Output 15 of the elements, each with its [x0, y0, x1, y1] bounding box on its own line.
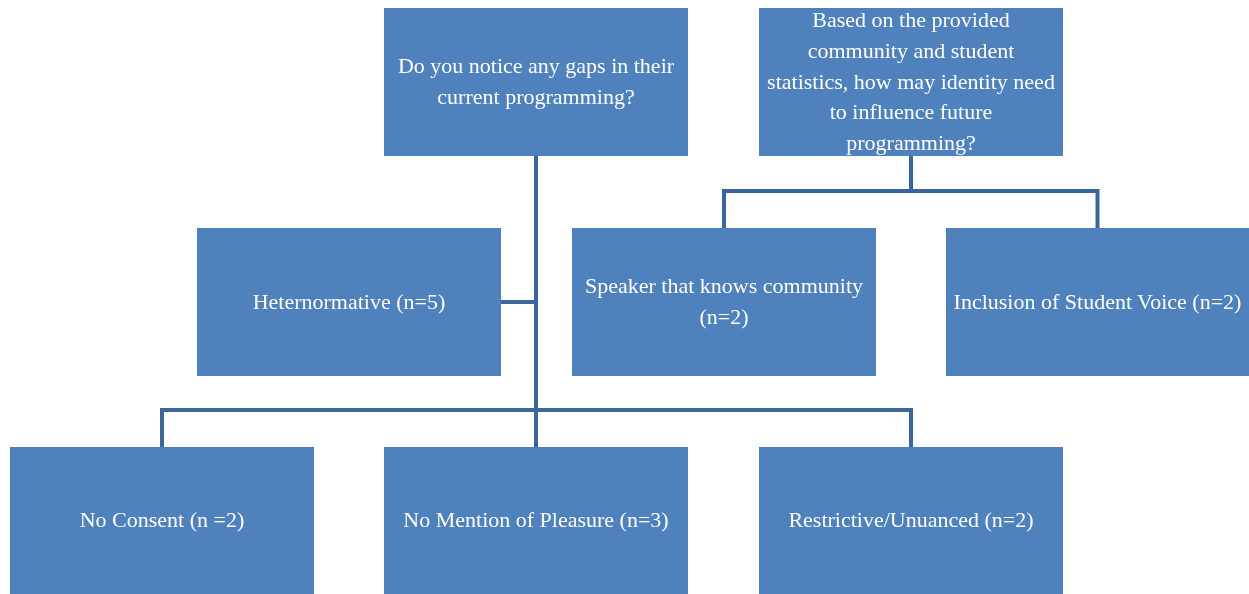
box-text: Heternormative (n=5) — [252, 287, 446, 316]
text-box — [572, 228, 876, 376]
box-text: Based on the provided community and student statistics, how may identity need to influence future programming? — [766, 6, 1056, 158]
box-text: Restrictive/Unuanced (n=2) — [788, 506, 1034, 535]
box-text: Do you notice any gaps in their current programming? — [396, 52, 676, 111]
text-box — [384, 447, 688, 594]
box-text: No Consent (n =2) — [79, 506, 245, 535]
text-box — [197, 228, 501, 376]
text-box — [10, 447, 314, 594]
box-text: No Mention of Pleasure (n=3) — [403, 506, 669, 535]
box-text: Inclusion of Student Voice (n=2) — [953, 287, 1242, 316]
box-text: Speaker that knows community (n=2) — [584, 272, 864, 331]
text-box — [759, 447, 1063, 594]
text-box — [384, 8, 688, 156]
text-box — [946, 228, 1249, 376]
